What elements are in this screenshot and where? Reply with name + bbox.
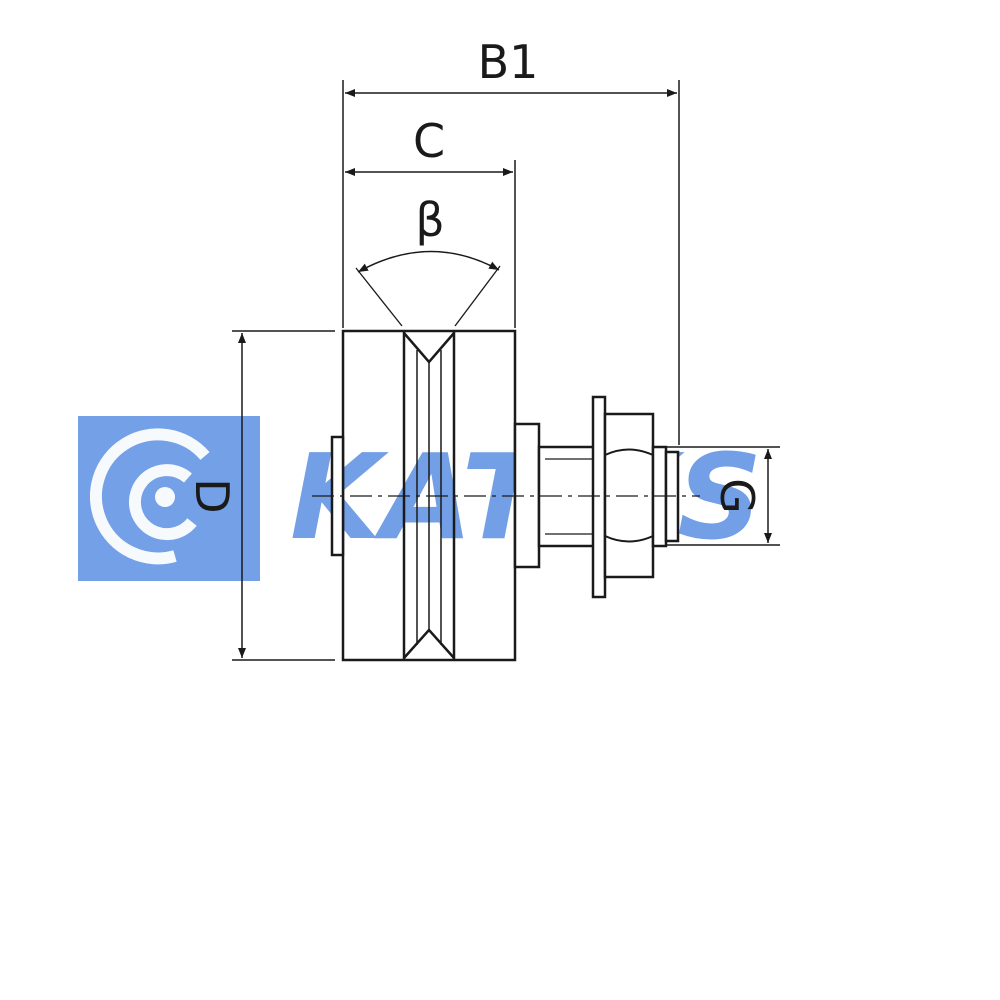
g-label: G — [710, 478, 764, 514]
dimension-lines — [238, 89, 772, 658]
swirl-icon — [89, 428, 210, 565]
extension-lines — [232, 80, 780, 661]
groove-angle-lines — [355, 265, 501, 327]
b1-label: B1 — [478, 35, 539, 89]
beta-label: β — [415, 193, 444, 247]
beta-arc — [357, 250, 500, 273]
c-label: C — [413, 114, 445, 168]
d-label: D — [185, 478, 239, 513]
wheel — [330, 329, 517, 662]
axle-assembly — [513, 395, 680, 599]
washer — [591, 395, 607, 599]
